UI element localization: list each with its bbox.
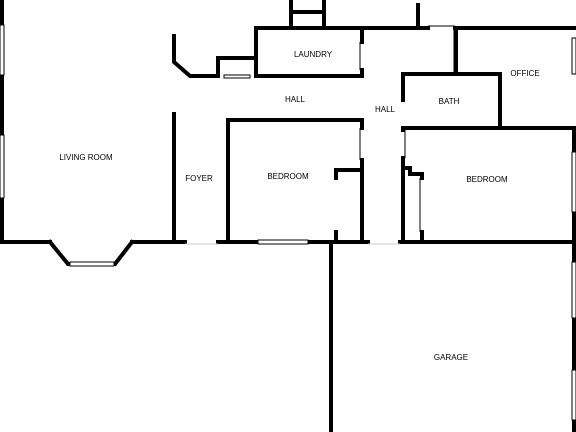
window xyxy=(571,37,576,75)
window xyxy=(571,261,576,319)
window xyxy=(571,369,576,421)
window xyxy=(223,74,251,79)
label-hall-right: HALL xyxy=(375,105,396,114)
label-bath: BATH xyxy=(439,97,460,106)
window xyxy=(69,261,115,267)
window xyxy=(257,239,309,245)
window xyxy=(571,151,576,213)
label-living-room: LIVING ROOM xyxy=(59,153,113,162)
label-laundry: LAUNDRY xyxy=(294,50,333,59)
label-bedroom-center: BEDROOM xyxy=(267,172,309,181)
windows xyxy=(0,24,576,421)
window xyxy=(0,24,5,76)
label-hall-upper: HALL xyxy=(285,95,306,104)
label-foyer: FOYER xyxy=(185,174,213,183)
label-garage: GARAGE xyxy=(434,353,468,362)
room-labels: LIVING ROOM FOYER LAUNDRY HALL HALL BATH… xyxy=(59,50,539,362)
label-bedroom-right: BEDROOM xyxy=(466,175,508,184)
label-office: OFFICE xyxy=(510,69,539,78)
window xyxy=(0,134,5,199)
